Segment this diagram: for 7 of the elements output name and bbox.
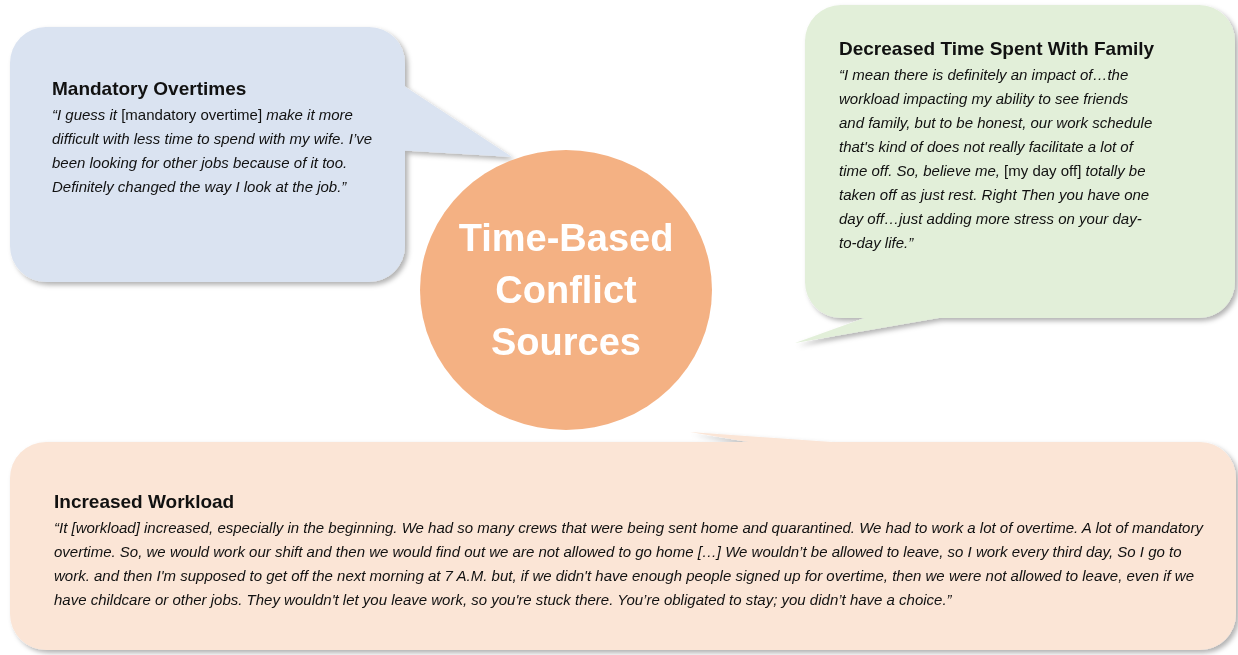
quote-text: “I mean there is definitely an impact of…the workload impacting my ability to see friends and family, but to be honest, our work schedule that's kind of does not really facilitate a lot of time off. So, believe me, [my day off] totally be taken off as just rest. Right Then you have one day off…just adding more stress on your day-to-day life.” — [839, 65, 1154, 253]
bubble-heading: Decreased Time Spent With Family — [839, 37, 1156, 61]
center-title: Time-Based Conflict Sources — [457, 216, 675, 365]
quote-text: “It [workload] increased, especially in the beginning. We had so many crews that were being sent home and quarantined. We had to work a lot of overtime. A lot of mandatory overtime. So, we would work our shift and then we would find out we are not allowed to go home […] We wouldn’t be allowed to leave, so I work every third day, So I go to work. and then I'm supposed to get off the next morning at 7 A.M. but, if we didn't have enough people signed up for overtime, then we were not allowed to leave, even if we have childcare or other jobs. They wouldn't let you leave work, so you're stuck there. You’re obligated to stay; you didn’t have a choice.” — [54, 518, 1205, 610]
quote-text: “I guess it [mandatory overtime] make it more difficult with less time to spend with my wife. I’ve been looking for other jobs because of it too. Definitely changed the way I look at the job.” — [52, 105, 374, 197]
bubble-heading: Increased Workload — [54, 490, 236, 514]
bubble-heading: Mandatory Overtimes — [52, 77, 248, 101]
